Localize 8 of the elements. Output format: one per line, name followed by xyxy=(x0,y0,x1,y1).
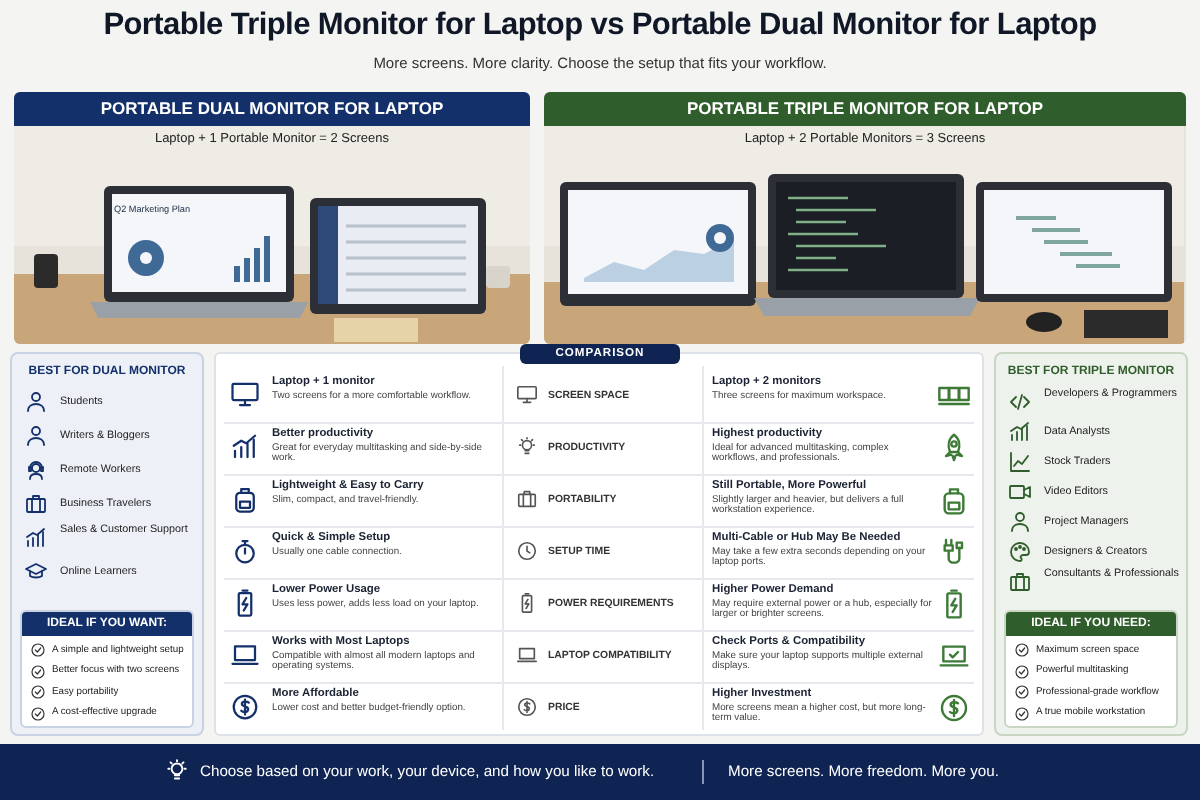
audience-panel xyxy=(994,352,1188,736)
panel-header: PORTABLE DUAL MONITOR FOR LAPTOP xyxy=(14,92,530,126)
checklist-card xyxy=(1004,610,1178,728)
footer-bar xyxy=(0,744,1200,800)
audience-panel xyxy=(10,352,204,736)
checklist-card xyxy=(20,610,194,728)
panel-header: PORTABLE TRIPLE MONITOR FOR LAPTOP xyxy=(544,92,1186,126)
page-title: Portable Triple Monitor for Laptop vs Portable Dual Monitor for Laptop xyxy=(101,8,1099,44)
